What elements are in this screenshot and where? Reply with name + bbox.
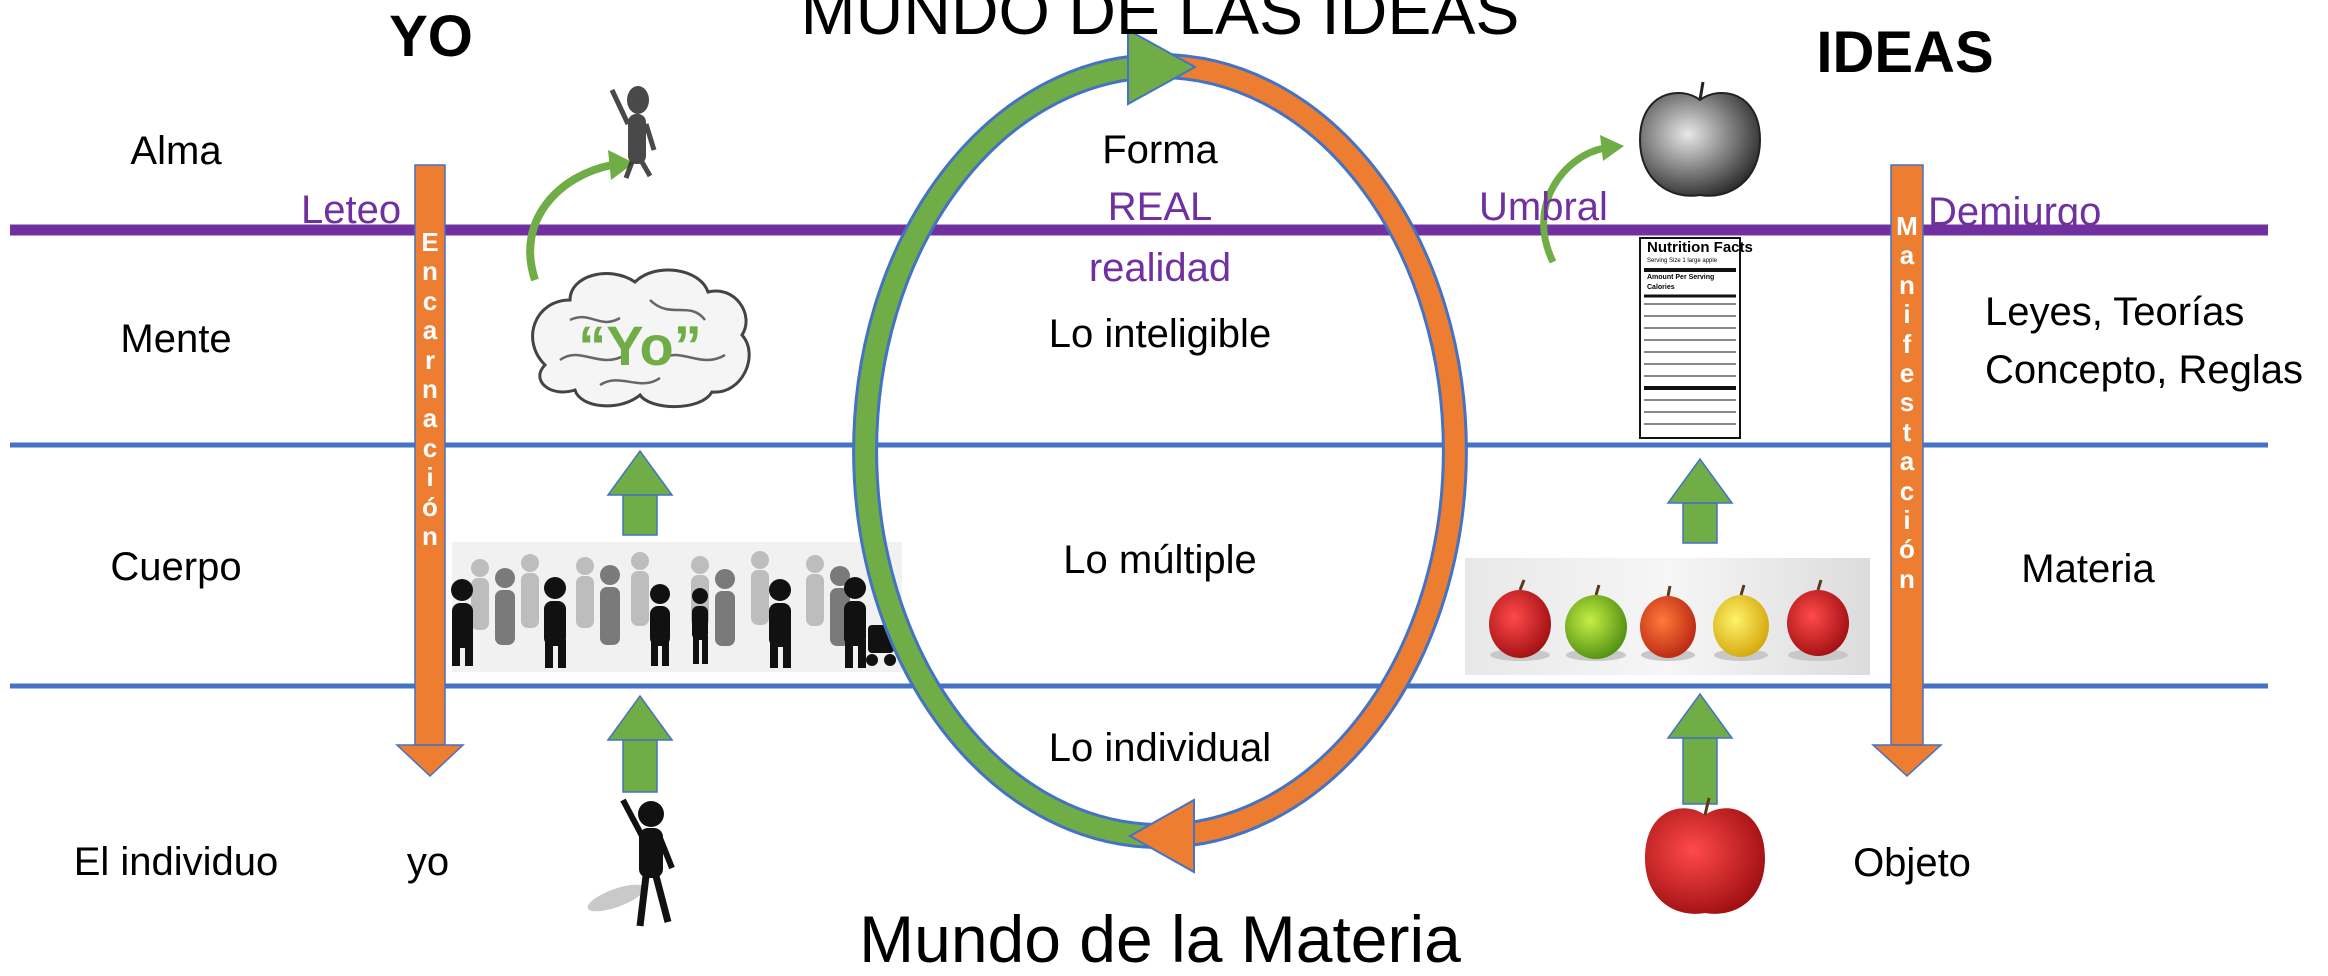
- arrow-letter: a: [422, 315, 438, 346]
- soul-figure: [609, 86, 657, 179]
- nutrition-amount: Amount Per Serving: [1647, 274, 1715, 281]
- label-leyes: Leyes, Teorías: [1985, 290, 2245, 334]
- label-umbral: Umbral: [1479, 185, 1608, 229]
- arrow-letter: n: [422, 374, 438, 405]
- arrow-letter: a: [1899, 240, 1915, 271]
- label-realidad: realidad: [1088, 246, 1232, 290]
- label-objeto: Objeto: [1853, 841, 1971, 885]
- arrow-letter: i: [426, 462, 434, 493]
- level-cuerpo: Cuerpo: [110, 545, 242, 589]
- right-heading: IDEAS: [1816, 20, 1994, 85]
- level-alma: Alma: [130, 129, 222, 173]
- brain-image: [531, 268, 751, 409]
- sketch-apple-image: [1638, 81, 1762, 197]
- label-individual: Lo individual: [1048, 726, 1272, 770]
- cycle-green-arc: [852, 53, 1161, 849]
- arrow-letter: M: [1896, 211, 1918, 241]
- brain-yo-label: “Yo”: [578, 314, 702, 377]
- curved-arrow-concept-to-form: [1540, 135, 1624, 264]
- nutrition-title: Nutrition Facts: [1647, 239, 1753, 256]
- arrow-letter: c: [1899, 475, 1915, 506]
- individual-figure: [587, 798, 675, 927]
- level-individuo: El individuo: [73, 840, 279, 884]
- label-inteligible: Lo inteligible: [1048, 312, 1272, 356]
- up-arrow-object-to-matter: [1666, 692, 1734, 805]
- top-title: MUNDO DE LAS IDEAS: [800, 0, 1520, 48]
- level-mente: Mente: [120, 317, 232, 361]
- arrow-letter: n: [422, 256, 438, 287]
- level-yo: yo: [406, 840, 450, 884]
- arrow-letter: e: [1899, 358, 1915, 389]
- arrow-letter: t: [1902, 416, 1912, 447]
- arrow-letter: f: [1902, 328, 1912, 359]
- apples-row-image: [1465, 558, 1870, 675]
- arrow-letter: a: [1899, 446, 1915, 477]
- arrow-letter: n: [422, 521, 438, 552]
- arrow-letter: ó: [422, 491, 438, 522]
- red-apple-image: [1645, 797, 1765, 914]
- label-leteo: Leteo: [301, 188, 402, 232]
- label-demiurgo: Demiurgo: [1928, 190, 2102, 234]
- manifestacion-arrow: [1871, 164, 1943, 778]
- arrow-letter: r: [424, 344, 436, 375]
- label-materia: Materia: [2021, 547, 2155, 591]
- cycle-orange-arc: [1159, 53, 1468, 849]
- arrow-letter: E: [421, 227, 439, 257]
- label-multiple: Lo múltiple: [1063, 538, 1257, 582]
- nutrition-facts-label: [1639, 237, 1741, 439]
- arrow-letter: c: [422, 285, 438, 316]
- bottom-title: Mundo de la Materia: [859, 902, 1461, 976]
- arrow-letter: n: [1899, 269, 1915, 300]
- up-arrow-yo-to-body: [606, 694, 674, 793]
- up-arrow-body-to-mind: [606, 449, 674, 536]
- cycle-arrowhead-bottom: [1127, 798, 1195, 874]
- nutrition-calories: Calories: [1647, 284, 1675, 291]
- up-arrow-matter-to-concept: [1666, 457, 1734, 544]
- label-concepto: Concepto, Reglas: [1985, 348, 2303, 392]
- arrow-letter: a: [422, 403, 438, 434]
- arrow-letter: c: [422, 432, 438, 463]
- cycle-arrowhead-top: [1127, 28, 1198, 106]
- arrow-letter: n: [1899, 563, 1915, 594]
- encarnacion-arrow: [395, 164, 465, 778]
- arrow-letter: s: [1899, 387, 1915, 418]
- arrow-letter: i: [1903, 299, 1911, 330]
- label-real: REAL: [1107, 185, 1213, 229]
- arrow-letter: i: [1903, 505, 1911, 536]
- curved-arrow-mind-to-soul: [526, 150, 634, 282]
- label-forma: Forma: [1102, 128, 1218, 172]
- crowd-image: [451, 542, 902, 672]
- arrow-letter: ó: [1899, 534, 1915, 565]
- nutrition-serving: Serving Size 1 large apple: [1647, 258, 1718, 264]
- left-heading: YO: [389, 4, 473, 69]
